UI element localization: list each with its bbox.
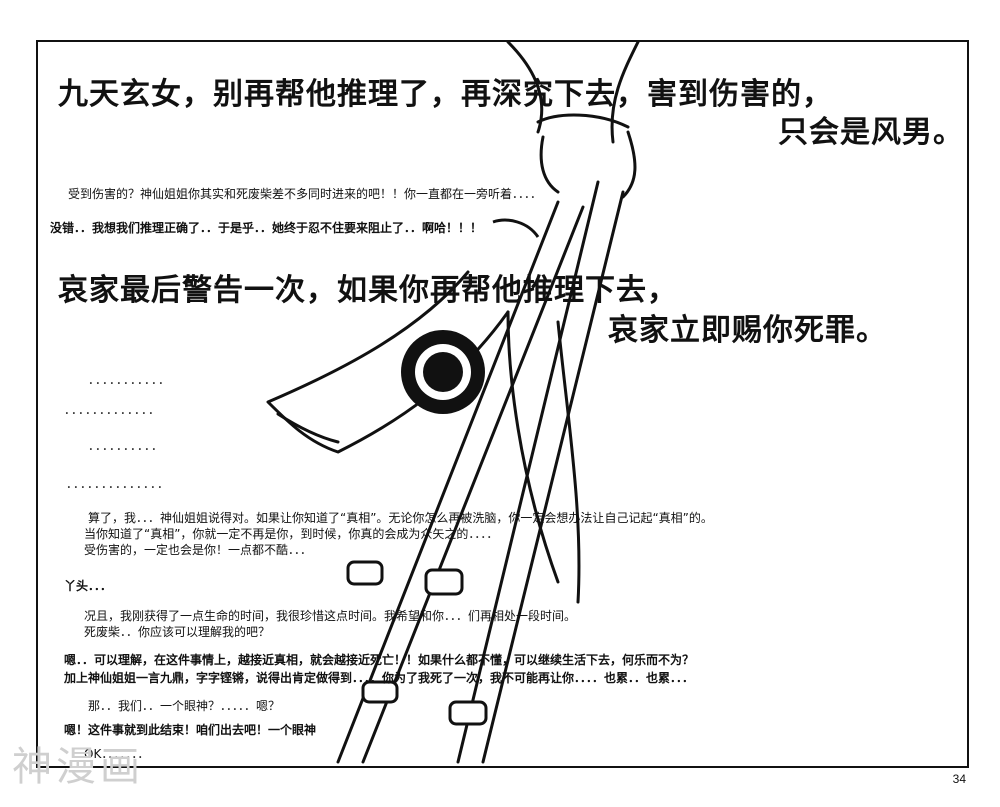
ellipsis-1: ．．．．．．．．．．．: [88, 373, 172, 387]
dialogue-p5: 嗯！这件事就到此结束！咱们出去吧！一个眼神: [64, 723, 317, 737]
comic-panel: 九天玄女，别再帮他推理了，再深究下去，害到伤害的， 只会是风男。 受到伤害的？神…: [36, 40, 969, 768]
warning-line1: 哀家最后警告一次，如果你再帮他推理下去，: [58, 273, 678, 308]
page-number: 34: [952, 772, 966, 786]
dialogue-ok: OK．．．．．．．: [84, 747, 150, 761]
dialogue-p2-line2: 死废柴．．你应该可以理解我的吧？: [84, 625, 271, 639]
ellipsis-4: ．．．．．．．．．．．．．．: [66, 477, 171, 491]
dialogue-p1-line2: 当你知道了“真相”，你就一定不再是你，到时候，你真的会成为众矢之的．．．．: [84, 527, 499, 541]
headline-line1: 九天玄女，别再帮他推理了，再深究下去，害到伤害的，: [58, 77, 833, 112]
dialogue-p3-line1: 嗯．．可以理解，在这件事情上，越接近真相，就会越接近死亡！！如果什么都不懂，可以…: [64, 653, 695, 667]
headline-line2: 只会是风男。: [778, 115, 964, 150]
dialogue-q1: 受到伤害的？神仙姐姐你其实和死废柴差不多同时进来的吧！！你一直都在一旁听着．．．…: [68, 187, 543, 201]
dialogue-a1: 没错．．我想我们推理正确了．．于是乎．．她终于忍不住要来阻止了．．啊哈！！！: [50, 221, 483, 235]
dialogue-p4: 那．．我们．．一个眼神？．．．．．嗯？: [88, 699, 281, 713]
comic-illustration: [266, 42, 640, 764]
watermark: 神漫画: [12, 744, 144, 790]
dialogue-p3-line2: 加上神仙姐姐一言九鼎，字字铿锵，说得出肯定做得到．．．．你为了我死了一次，我不可…: [64, 671, 695, 685]
ellipsis-3: ．．．．．．．．．．: [88, 439, 165, 453]
dialogue-p1-line3: 受伤害的，一定也会是你！一点都不酷．．．: [84, 543, 313, 557]
warning-line2: 哀家立即赐你死罪。: [608, 313, 887, 348]
dialogue-yatou: 丫头．．．: [64, 579, 113, 593]
dialogue-p2-line1: 况且，我刚获得了一点生命的时间，我很珍惜这点时间。我希望和你．．．们再相处一段时…: [84, 609, 577, 623]
dialogue-p1-line1: 算了，我．．．神仙姐姐说得对。如果让你知道了“真相”。无论你怎么再被洗脑，你一定…: [88, 511, 713, 525]
ellipsis-2: ．．．．．．．．．．．．．: [64, 403, 162, 417]
